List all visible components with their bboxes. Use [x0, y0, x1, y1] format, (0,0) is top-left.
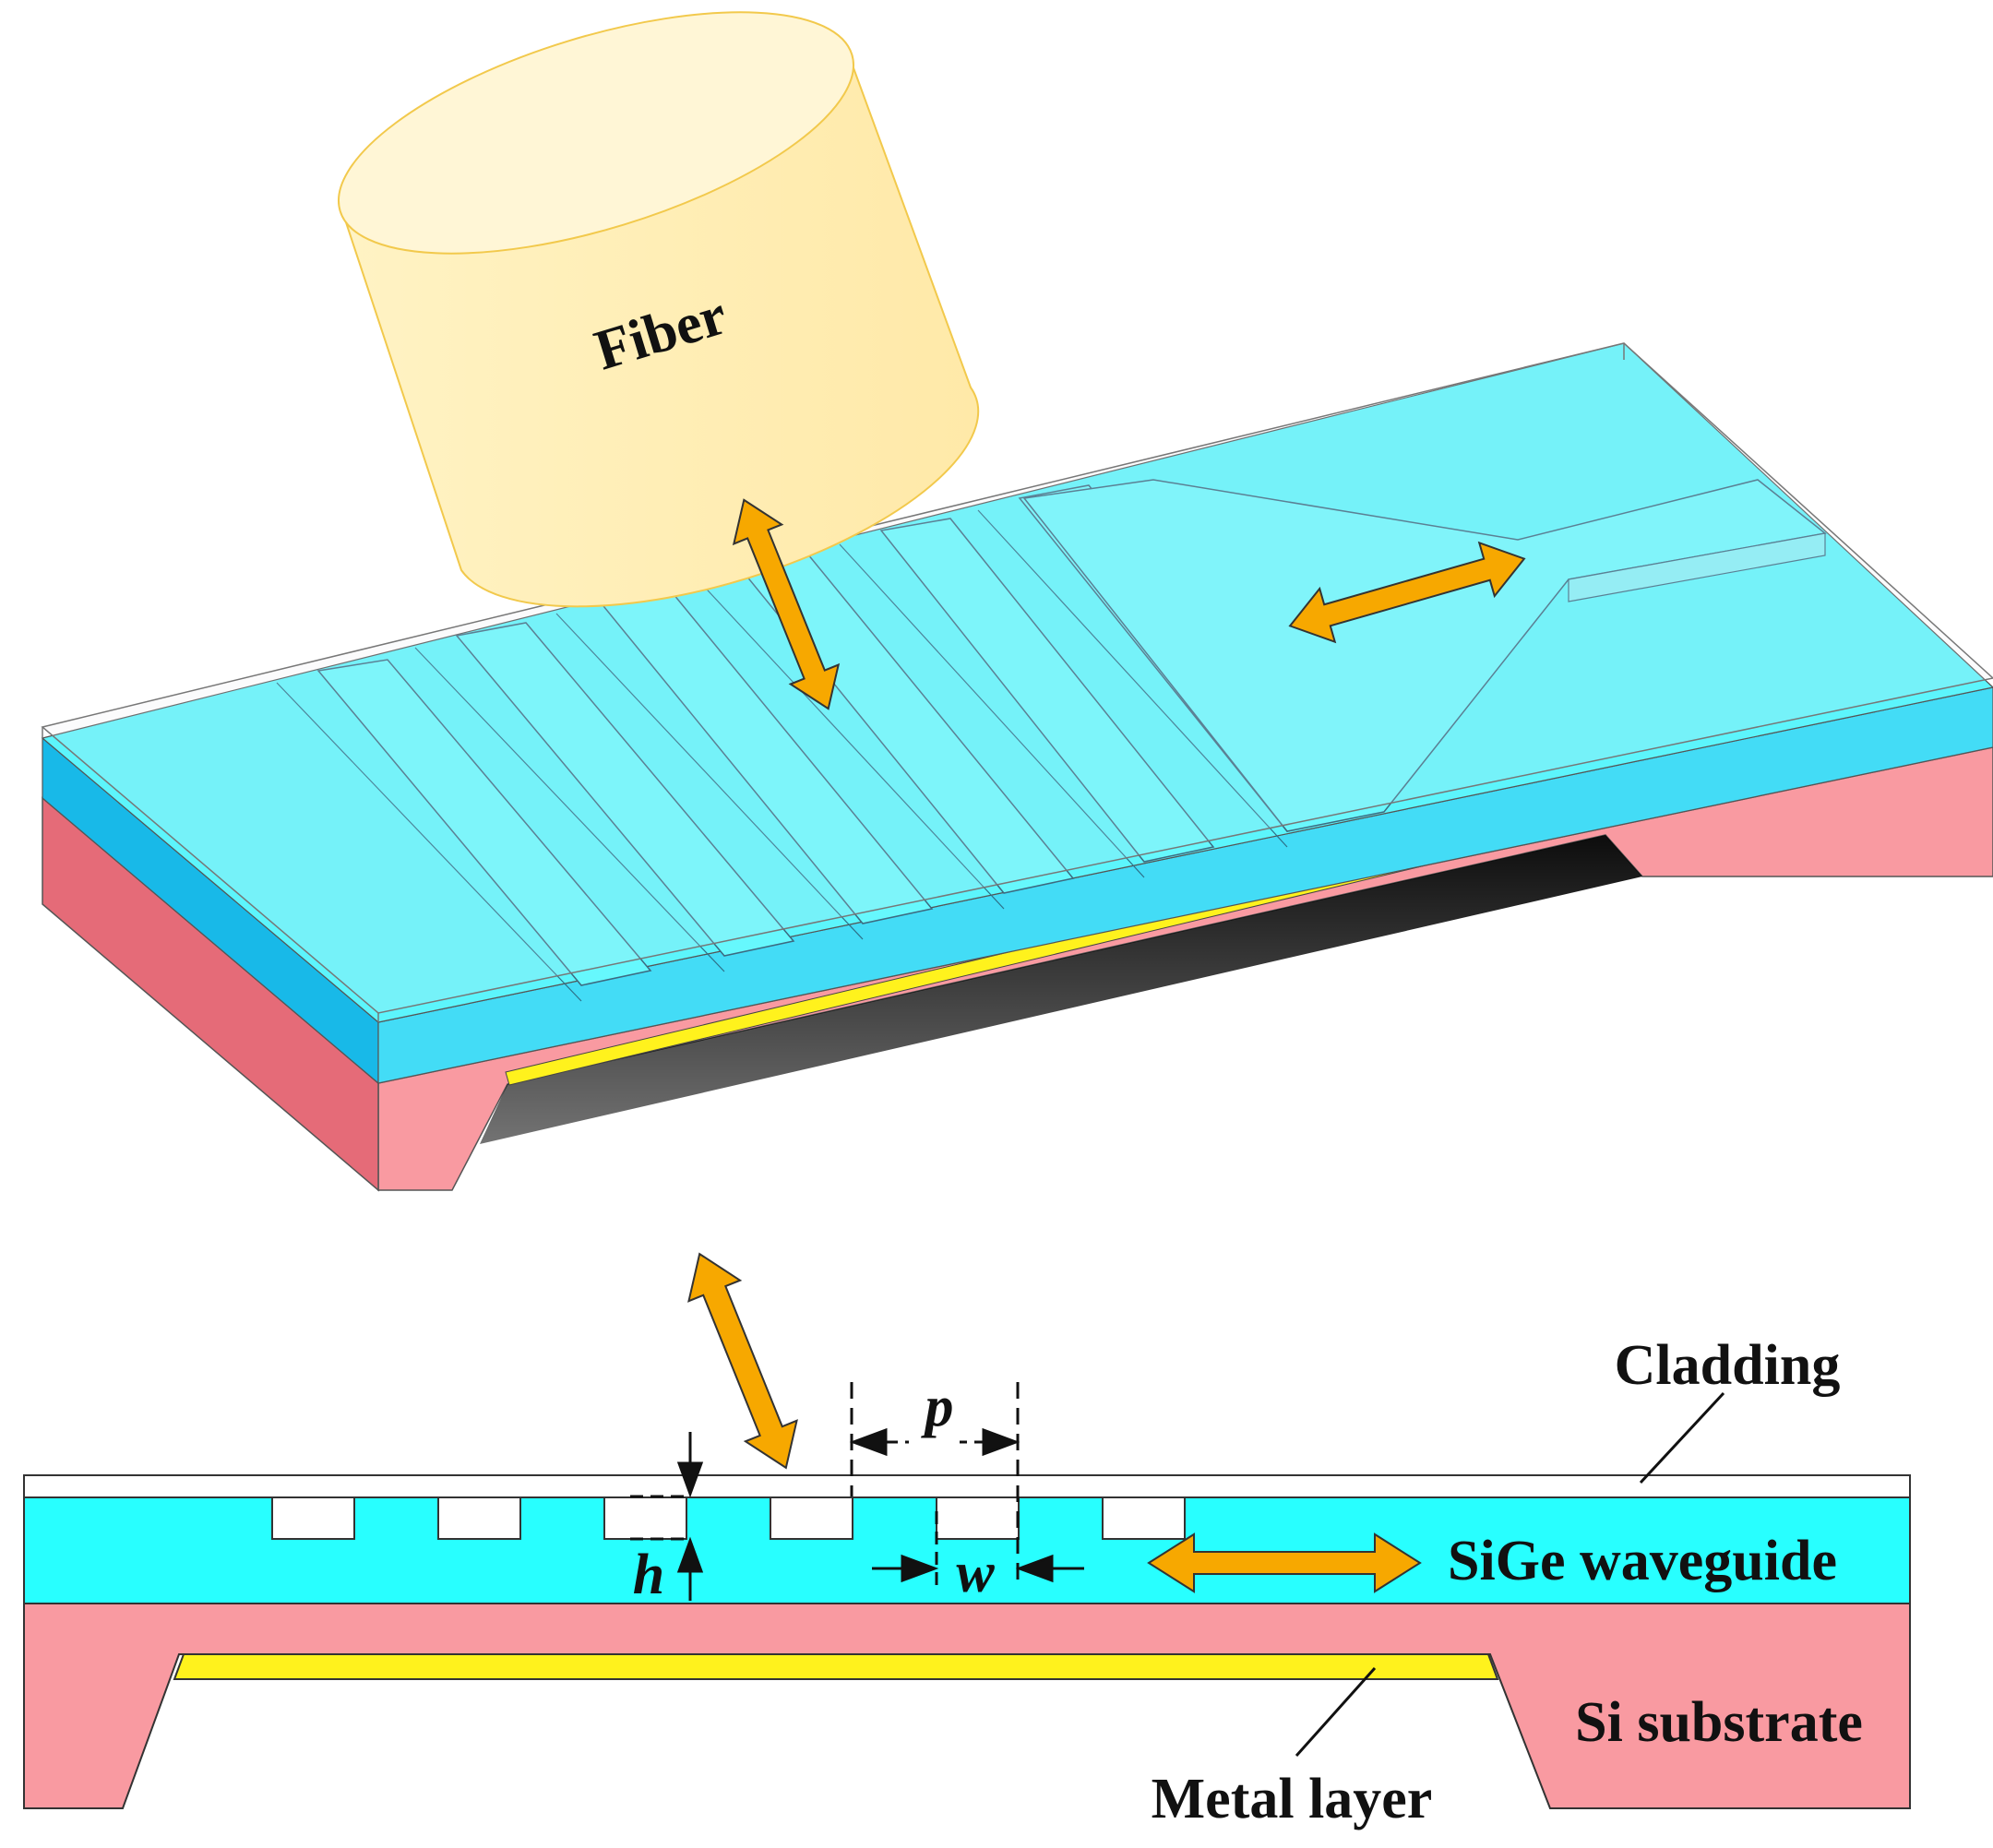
cladding-label: Cladding: [1615, 1334, 1841, 1397]
fiber-top-face: [338, 11, 854, 255]
cross-section-view: p w h Cladding SiGe waveguide Si substra…: [23, 1252, 1911, 1830]
cladding-leader-line: [1639, 1391, 1725, 1484]
metal-label: Metal layer: [1152, 1768, 1433, 1830]
coupling-arrow-cross-section: [687, 1252, 798, 1470]
waveguide-label: SiGe waveguide: [1448, 1530, 1837, 1592]
propagation-arrow-3d: [1288, 541, 1526, 644]
width-label: w: [956, 1542, 995, 1604]
period-label: p: [921, 1376, 954, 1438]
period-dimension: [849, 1382, 1020, 1585]
device-3d-view: Fiber: [41, 11, 1993, 1192]
grating-grooves: [273, 1498, 1184, 1538]
metal-layer-cross-section: [173, 1653, 1499, 1680]
coupling-arrow-3d: [732, 498, 841, 710]
taper-waveguide-ridge: [1568, 532, 1826, 602]
metal-leader-line: [1295, 1666, 1377, 1758]
fiber: Fiber: [338, 11, 980, 608]
grating-ridge-edges: [276, 509, 1288, 1002]
height-label: h: [633, 1544, 664, 1606]
cladding-3d-top: [41, 342, 1993, 1014]
cladding-cross-section: [23, 1474, 1911, 1498]
width-dimension: [872, 1511, 1084, 1585]
waveguide-cross-section: [23, 1496, 1911, 1604]
propagation-arrow-cross-section: [1147, 1532, 1422, 1593]
substrate-label: Si substrate: [1575, 1691, 1863, 1754]
substrate-cross-section: [23, 1603, 1911, 1809]
undercut-shadow: [480, 835, 1642, 1144]
height-dimension: [630, 1432, 704, 1601]
